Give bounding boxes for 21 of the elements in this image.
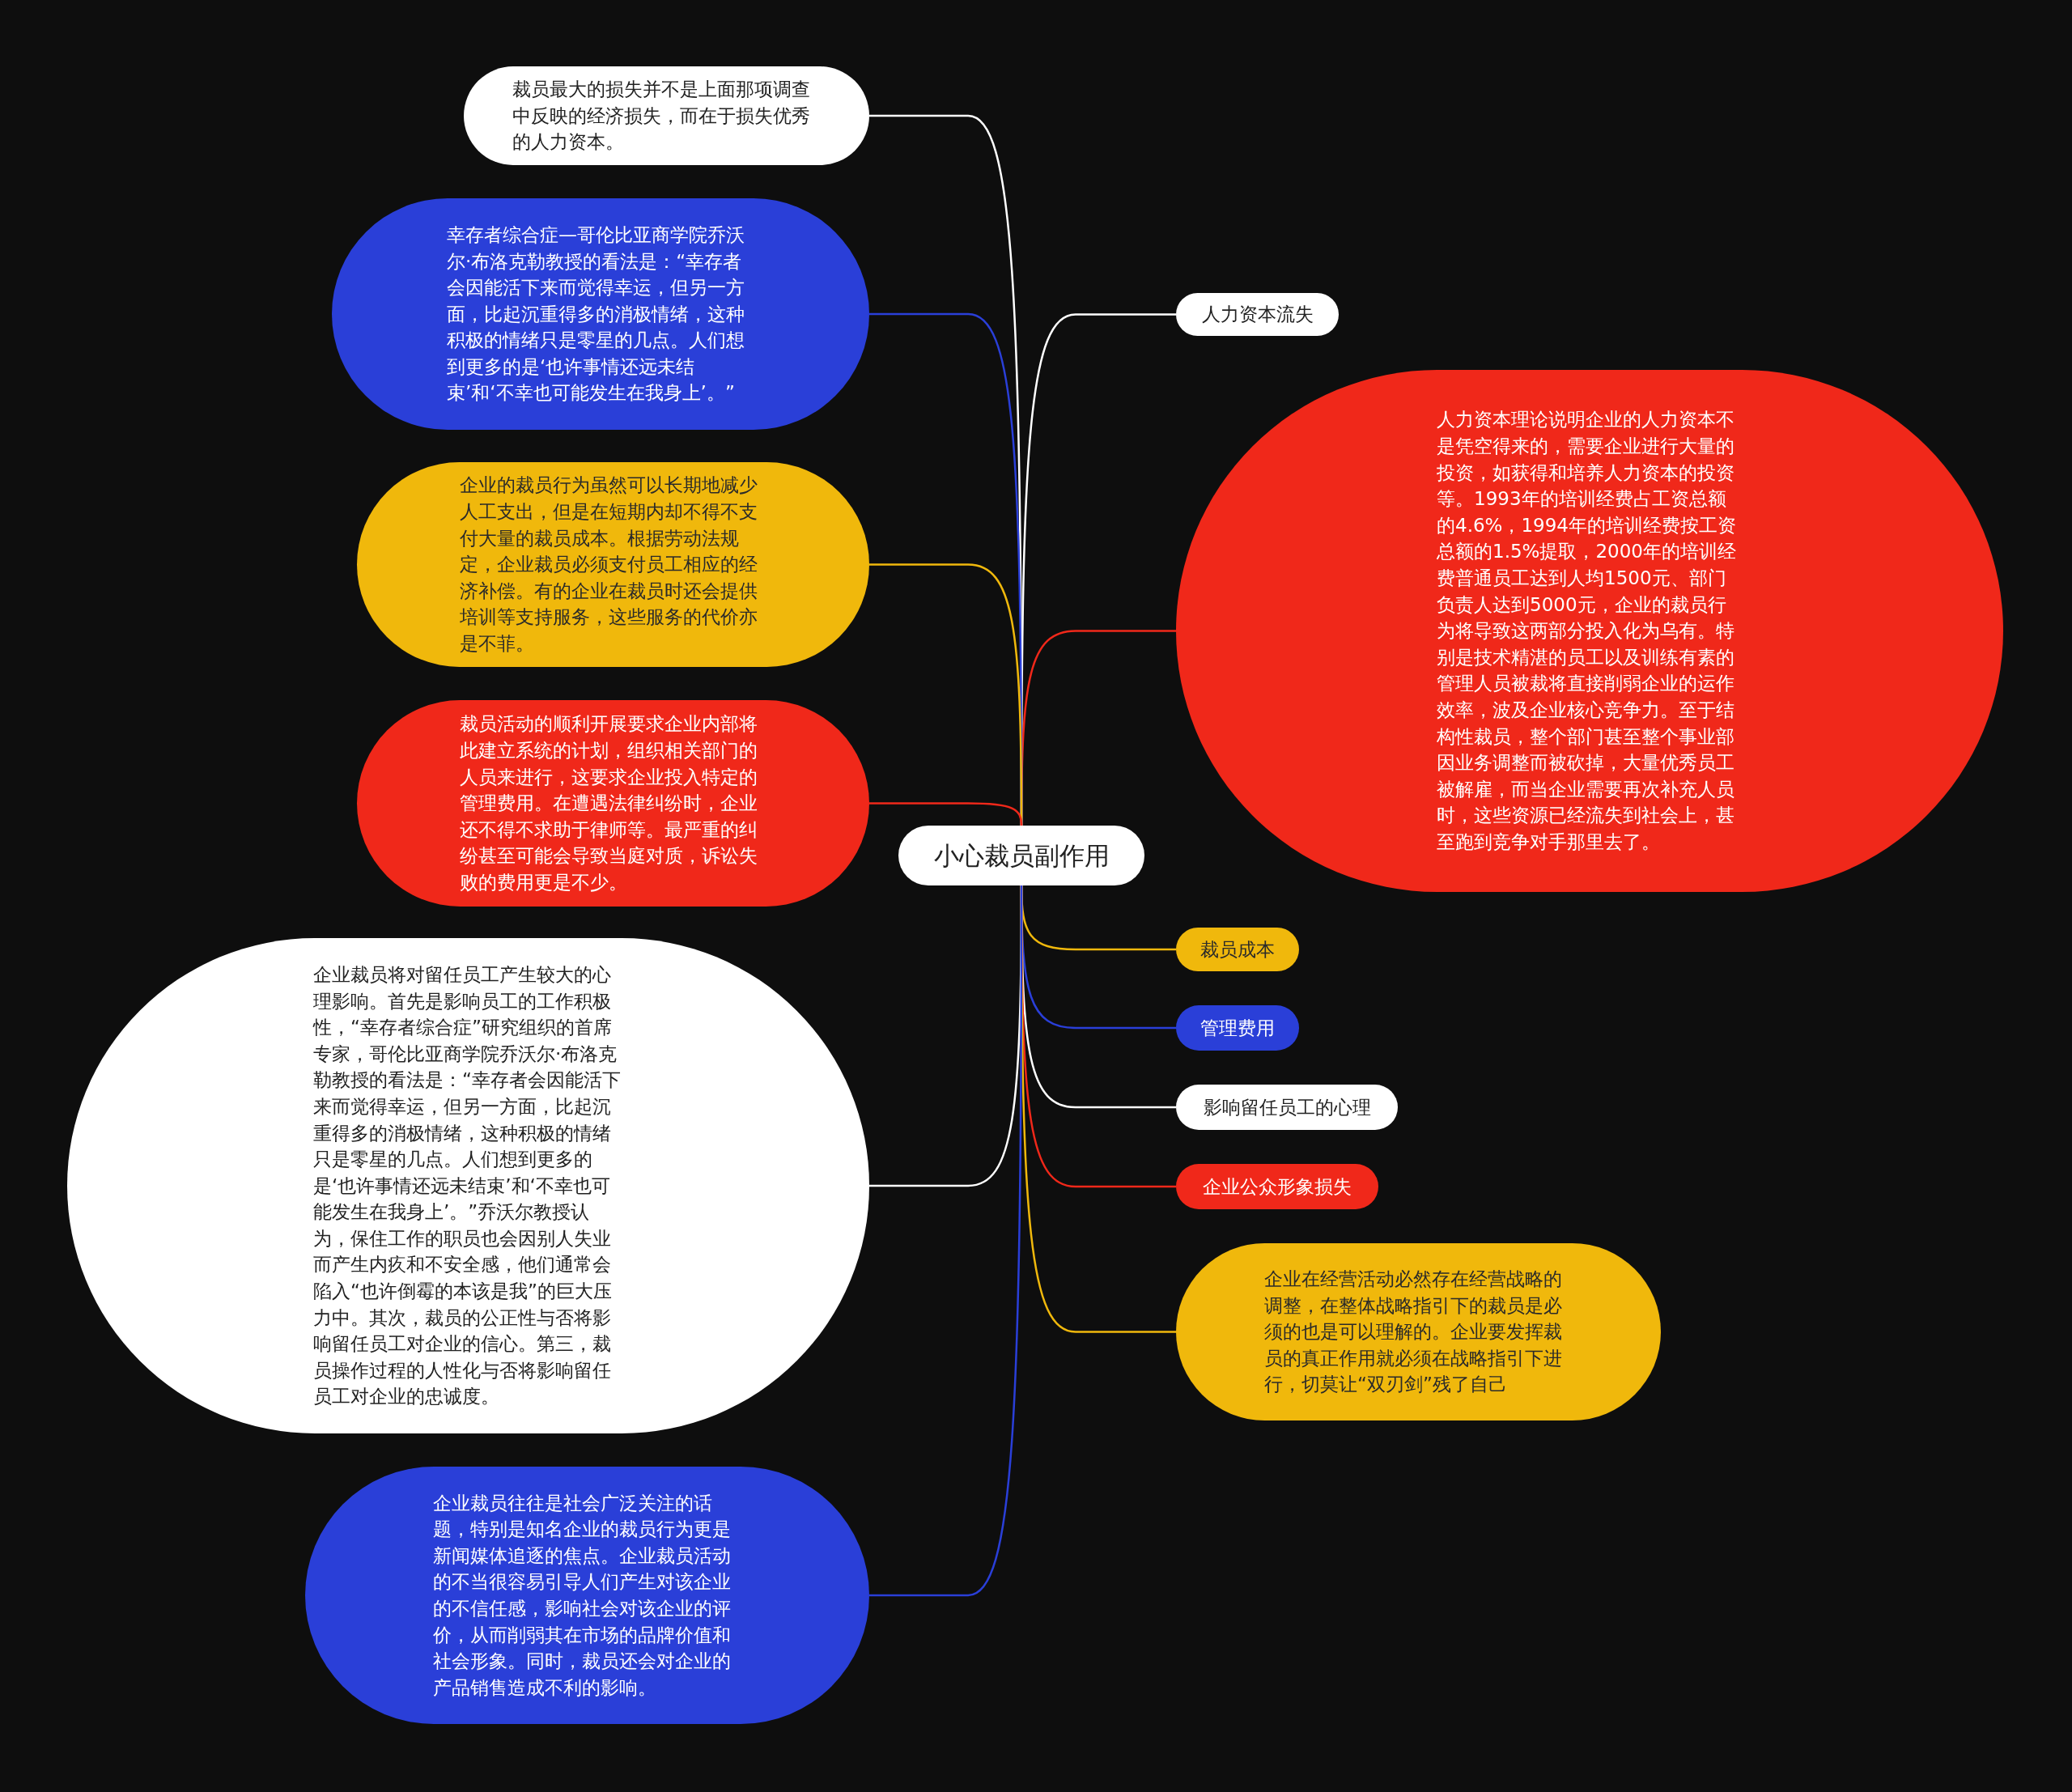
- node-text: 企业裁员往往是社会广泛关注的话题，特别是知名企业的裁员行为更是新闻媒体追逐的焦点。企业裁员活动的不当很容易引导人们产生对该企业的不信任感，影响社会对该企业的评价，从而削弱其在市场的品牌价值和社会形象。同时，裁员还会对企业的产品销售造成不利的影响。: [433, 1491, 732, 1700]
- node-text: 裁员最大的损失并不是上面那项调查中反映的经济损失，而在于损失优秀的人力资本。: [512, 78, 811, 155]
- node-text: 企业在经营活动必然存在经营战略的调整，在整体战略指引下的裁员是必须的也是可以理解的。企业要发挥裁员的真正作用就必须在战略指引下进行，切莫让“双刃剑”残了自己: [1264, 1268, 1563, 1397]
- node-text: 幸存者综合症—哥伦比亚商学院乔沃尔·布洛克勒教授的看法是：“幸存者会因能活下来而觉得幸运，但另一方面，比起沉重得多的消极情绪，这种积极的情绪只是零星的几点。人们想到更多的是‘也许事情还远未结束’和‘不幸也可能发生在我身上’。”: [447, 223, 745, 406]
- topic-pill: [1176, 928, 1299, 971]
- node-text: 小心裁员副作用: [933, 842, 1110, 869]
- connector-line: [869, 802, 1023, 826]
- node-text: 影响留任员工的心理: [1203, 1095, 1371, 1119]
- node-text: 企业裁员将对留任员工产生较大的心理影响。首先是影响员工的工作积极性，“幸存者综合症”研究组织的首席专家，哥伦比亚商学院乔沃尔·布洛克勒教授的看法是：“幸存者会因能活下来而觉得幸运，但另一方面，比起沉重得多的消极情绪，这种积极的情绪只是零星的几点。人们想到更多的是‘也许事情还远未结束’和‘不幸也可能发生在我身上’。”乔沃尔教授认为，保住工作的职员也会因别人失业而产生内疚和不安全感，他们通常会陷入“也许倒霉的本该是我”的巨大压力中。其次，裁员的公正性与否将影响留任员工对企业的信心。第三，裁员操作过程的人性化与否将影响留任员工对企业的忠诚度。: [313, 962, 622, 1409]
- connector-line: [869, 885, 1023, 1597]
- node-text: 管理费用: [1200, 1016, 1275, 1040]
- node-text: 裁员成本: [1200, 937, 1275, 962]
- node-text: 企业公众形象损失: [1203, 1174, 1352, 1199]
- topic-pill: [1176, 1085, 1398, 1130]
- node-text: 企业的裁员行为虽然可以长期地减少人工支出，但是在短期内却不得不支付大量的裁员成本。根据劳动法规定，企业裁员必须支付员工相应的经济补偿。有的企业在裁员时还会提供培训等支持服务，这些服务的代价亦是不菲。: [460, 473, 758, 656]
- node-text: 人力资本理论说明企业的人力资本不是凭空得来的，需要企业进行大量的投资，如获得和培养人力资本的投资等。1993年的培训经费占工资总额的4.6%，1994年的培训经费按工资总额的1.5%提取，2000年的培训经费普通员工达到人均1500元、部门负责人达到5000元，企业的裁员行为将导致这两部分投入化为乌有。特别是技术精湛的员工以及训练有素的管理人员被裁将直接削弱企业的运作效率，波及企业核心竞争力。至于结构性裁员，整个部门甚至整个事业部因业务调整而被砍掉，大量优秀员工被解雇，而当企业需要再次补充人员时，这些资源已经流失到社会上，甚至跑到竞争对手那里去了。: [1437, 408, 1737, 854]
- topic-pill: [1176, 1164, 1378, 1209]
- node-text: 裁员活动的顺利开展要求企业内部将此建立系统的计划，组织相关部门的人员来进行，这要求企业投入特定的管理费用。在遭遇法律纠纷时，企业还不得不求助于律师等。最严重的纠纷甚至可能会导致当庭对质，诉讼失败的费用更是不少。: [460, 712, 758, 894]
- topic-pill: [1176, 1005, 1299, 1051]
- node-text: 人力资本流失: [1201, 303, 1314, 327]
- topic-pill: [1176, 293, 1339, 336]
